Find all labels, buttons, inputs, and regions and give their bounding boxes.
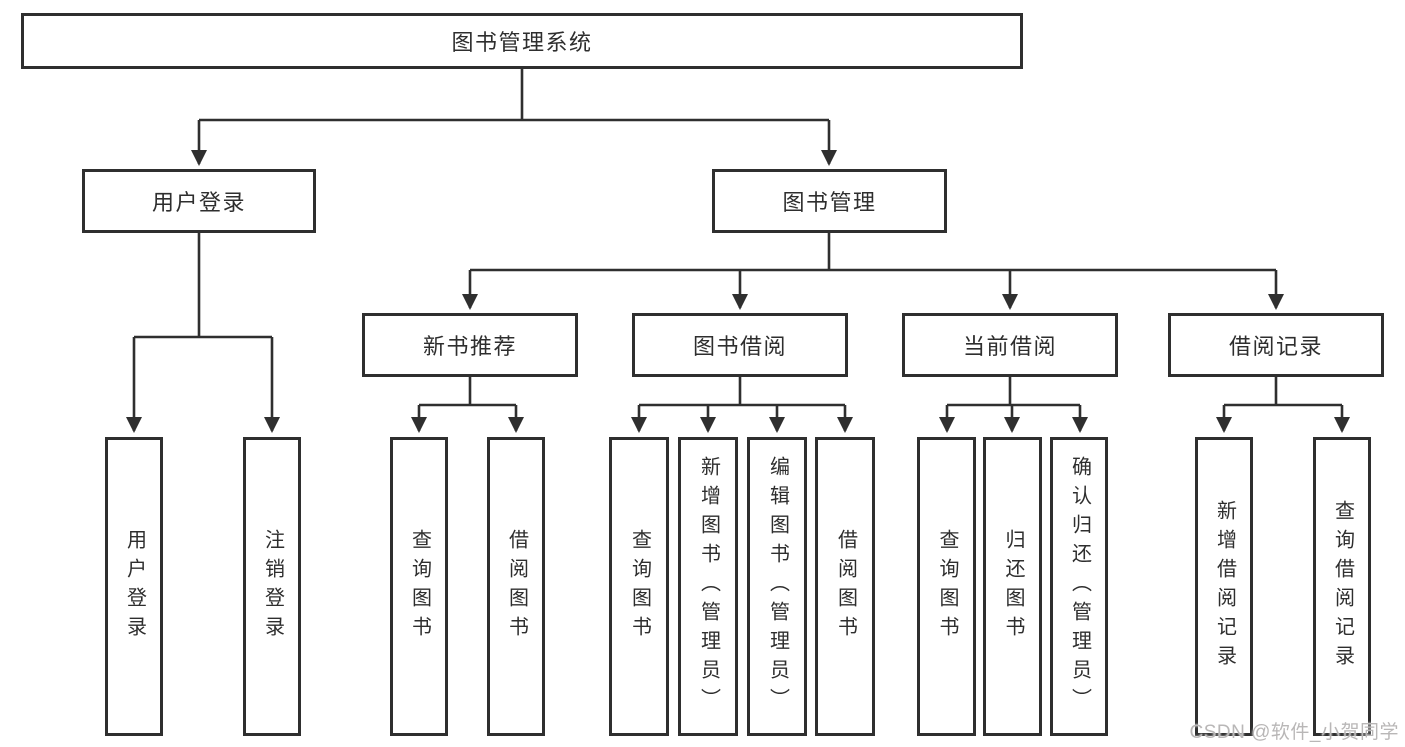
leaf-label: 借阅图书 <box>834 528 857 645</box>
leaf-label: 新增图书（管理员） <box>697 456 720 717</box>
node-library-management-system: 图书管理系统 <box>21 13 1023 69</box>
leaf-label: 查询图书 <box>628 528 651 645</box>
node-label: 图书管理系统 <box>451 30 593 55</box>
leaf-label: 借阅图书 <box>505 528 528 645</box>
leaf-return-books: 归还图书 <box>983 437 1042 736</box>
node-label: 图书管理 <box>782 190 877 215</box>
leaf-query-books-borrow: 查询图书 <box>609 437 669 736</box>
leaf-label: 确认归还（管理员） <box>1068 456 1091 717</box>
node-label: 借阅记录 <box>1228 334 1323 359</box>
node-user-login: 用户登录 <box>82 169 316 233</box>
leaf-label: 查询图书 <box>408 528 431 645</box>
leaf-label: 查询图书 <box>936 528 958 645</box>
node-label: 用户登录 <box>151 190 246 215</box>
leaf-logout: 注销登录 <box>243 437 301 736</box>
node-new-book-recommendation: 新书推荐 <box>362 313 578 377</box>
leaf-confirm-return-admin: 确认归还（管理员） <box>1050 437 1108 736</box>
node-book-management: 图书管理 <box>712 169 947 233</box>
leaf-query-borrow-record: 查询借阅记录 <box>1313 437 1371 736</box>
node-current-borrowing: 当前借阅 <box>902 313 1118 377</box>
leaf-label: 用户登录 <box>123 528 146 645</box>
leaf-label: 查询借阅记录 <box>1331 499 1354 674</box>
leaf-borrow-books: 借阅图书 <box>815 437 875 736</box>
leaf-query-books-current: 查询图书 <box>917 437 976 736</box>
node-borrowing-records: 借阅记录 <box>1168 313 1384 377</box>
leaf-label: 编辑图书（管理员） <box>766 456 789 717</box>
leaf-add-books-admin: 新增图书（管理员） <box>678 437 738 736</box>
node-label: 当前借阅 <box>962 334 1057 359</box>
node-label: 新书推荐 <box>422 334 517 359</box>
csdn-watermark: CSDN @软件_小贺同学 <box>1189 722 1399 743</box>
leaf-label: 新增借阅记录 <box>1213 499 1236 674</box>
leaf-user-login: 用户登录 <box>105 437 163 736</box>
leaf-add-borrow-record: 新增借阅记录 <box>1195 437 1253 736</box>
leaf-edit-books-admin: 编辑图书（管理员） <box>747 437 807 736</box>
leaf-borrow-books-recommend: 借阅图书 <box>487 437 545 736</box>
leaf-label: 注销登录 <box>261 528 284 645</box>
leaf-label: 归还图书 <box>1002 528 1024 645</box>
node-label: 图书借阅 <box>692 334 787 359</box>
leaf-query-books-recommend: 查询图书 <box>390 437 448 736</box>
node-book-borrowing: 图书借阅 <box>632 313 848 377</box>
